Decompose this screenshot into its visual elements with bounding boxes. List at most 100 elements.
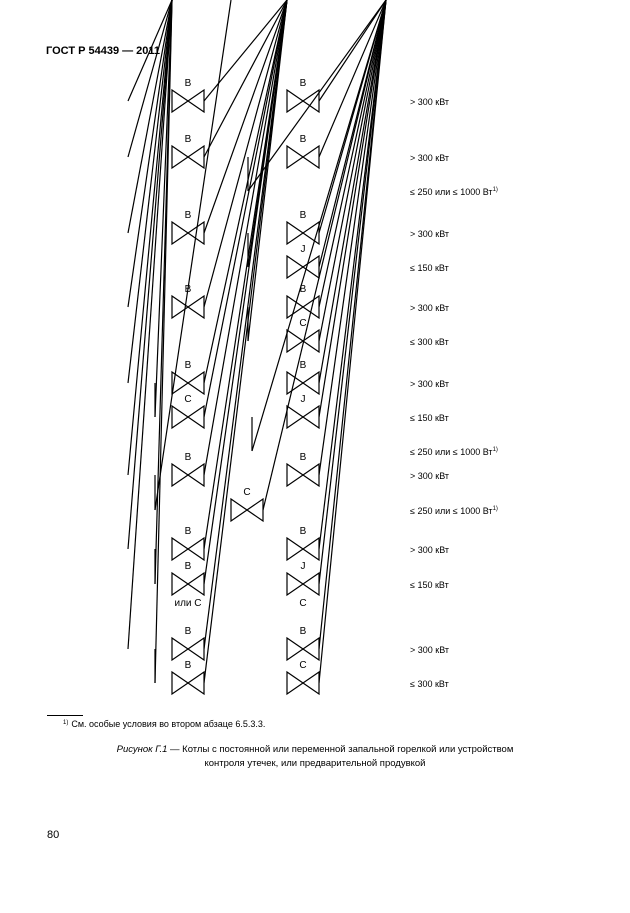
pipe-line [318, 0, 387, 102]
figure-caption-text: — Котлы с постоянной или переменной запа… [167, 744, 514, 769]
valve-type-label: C [299, 318, 306, 329]
valve-symbol [286, 462, 320, 488]
pipe-line [318, 0, 387, 384]
valve-type-label: B [185, 660, 192, 671]
valve-type-label: C [299, 660, 306, 671]
pipe-line [127, 0, 173, 550]
pipe-line [318, 0, 387, 585]
pipe-line [203, 0, 288, 234]
pipe-line [203, 0, 288, 418]
valve-type-label: B [300, 626, 307, 637]
valve-symbol [230, 497, 264, 523]
valve-type-label: C [184, 394, 191, 405]
valve-type-label: B [185, 626, 192, 637]
valve-symbol [286, 144, 320, 170]
pipe-line [203, 0, 288, 308]
pipe-line [127, 0, 173, 102]
valve-type-label: B [185, 561, 192, 572]
pipe-line [251, 0, 387, 452]
pipe-line [203, 0, 288, 384]
valve-alt-label: или C [174, 598, 201, 609]
valve-type-label: B [185, 526, 192, 537]
pipe-line [127, 0, 173, 476]
pressure-rating-label: ≤ 250 или ≤ 1000 Вт1) [410, 506, 498, 516]
footnote-rule [47, 715, 83, 716]
pressure-rating-label: > 300 кВт [410, 303, 449, 313]
valve-type-label: B [300, 452, 307, 463]
pipe-line [154, 0, 232, 511]
figure-label: Рисунок Г.1 [116, 744, 168, 755]
pipe-line [203, 0, 288, 684]
pipe-line [203, 0, 288, 476]
pressure-rating-label: > 300 кВт [410, 645, 449, 655]
pipe-line [318, 0, 387, 476]
valve-type-label: B [300, 78, 307, 89]
valve-type-label: B [300, 134, 307, 145]
pipe-line [318, 0, 387, 308]
valve-symbol [286, 636, 320, 662]
footnote-ref: 1) [493, 506, 498, 512]
valve-type-label: B [300, 360, 307, 371]
valve-symbol [171, 404, 205, 430]
valve-symbol [171, 536, 205, 562]
valve-symbol [171, 220, 205, 246]
pipe-line [154, 0, 173, 684]
pressure-rating-label: > 300 кВт [410, 471, 449, 481]
valve-type-label: B [185, 452, 192, 463]
pressure-rating-label: ≤ 300 кВт [410, 679, 449, 689]
valve-symbol [171, 670, 205, 696]
pipe-line [318, 0, 387, 550]
valve-symbol [171, 370, 205, 396]
valve-symbol [171, 636, 205, 662]
footnote-marker: 1) [63, 720, 69, 726]
valve-type-label: B [185, 78, 192, 89]
pipe-line [318, 0, 387, 684]
pipe-line [203, 0, 288, 585]
valve-symbol [286, 220, 320, 246]
pressure-rating-label: ≤ 300 кВт [410, 337, 449, 347]
valve-symbol [286, 88, 320, 114]
pipe-line [127, 0, 173, 384]
valve-alt-label: C [299, 598, 306, 609]
document-header: ГОСТ Р 54439 — 2011 [46, 45, 161, 57]
valve-symbol [286, 404, 320, 430]
pressure-rating-label: ≤ 150 кВт [410, 263, 449, 273]
valve-type-label: B [185, 210, 192, 221]
pressure-rating-label: > 300 кВт [410, 153, 449, 163]
valve-symbol [171, 462, 205, 488]
figure-caption: Рисунок Г.1 — Котлы с постоянной или пер… [110, 743, 520, 771]
pipe-line [127, 0, 173, 234]
pipe-line [127, 0, 173, 650]
pressure-rating-label: > 300 кВт [410, 97, 449, 107]
pipe-line [318, 0, 387, 342]
page-number: 80 [47, 829, 60, 841]
pipe-line [203, 0, 288, 550]
pressure-rating-label: ≤ 150 кВт [410, 413, 449, 423]
pipe-line [154, 0, 173, 418]
pipe-line [127, 0, 173, 308]
valve-symbol [286, 254, 320, 280]
pressure-rating-label: > 300 кВт [410, 229, 449, 239]
valve-type-label: J [301, 244, 306, 255]
footnote-ref: 1) [493, 447, 498, 453]
valve-symbol [171, 88, 205, 114]
valve-type-label: J [301, 561, 306, 572]
pipe-line [127, 0, 173, 158]
footnote-text: См. особые условия во втором абзаце 6.5.… [71, 719, 266, 729]
pipe-line [203, 0, 288, 158]
pressure-rating-label: > 300 кВт [410, 545, 449, 555]
footnote-ref: 1) [493, 187, 498, 193]
valve-type-label: B [185, 134, 192, 145]
pipe-line [203, 0, 288, 102]
footnote: 1)См. особые условия во втором абзаце 6.… [63, 719, 265, 729]
pressure-rating-label: ≤ 250 или ≤ 1000 Вт1) [410, 187, 498, 197]
pipe-line [318, 0, 387, 418]
pressure-rating-label: > 300 кВт [410, 379, 449, 389]
valve-type-label: C [243, 487, 250, 498]
valve-symbol [286, 571, 320, 597]
valve-type-label: B [185, 360, 192, 371]
valve-symbol [286, 328, 320, 354]
pressure-rating-label: ≤ 250 или ≤ 1000 Вт1) [410, 447, 498, 457]
valve-symbol [171, 144, 205, 170]
